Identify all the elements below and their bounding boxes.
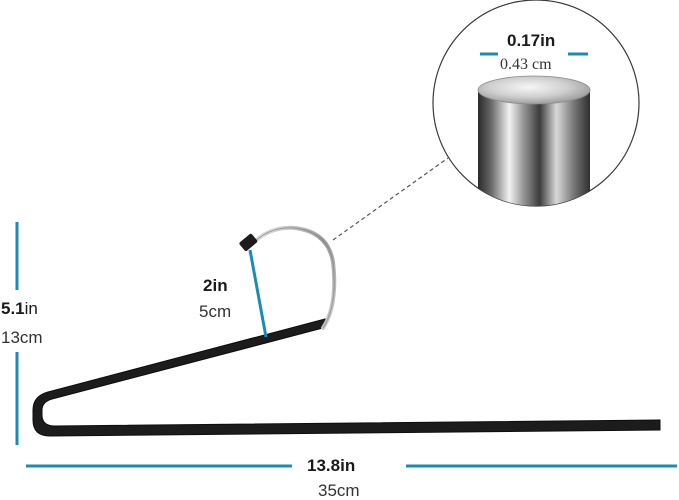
pants-hanger-icon	[32, 225, 661, 437]
diameter-metric: 0.43 cm	[500, 56, 552, 73]
diameter-label: 0.17in	[507, 32, 555, 49]
diameter-unit: in	[540, 31, 556, 50]
hook-depth-label: 2in	[203, 277, 228, 294]
height-value: 5.1	[1, 299, 25, 318]
length-value: 13.8	[307, 456, 341, 475]
hook-depth-value: 2	[203, 276, 213, 295]
hook-depth-unit: in	[212, 276, 228, 295]
length-metric: 35cm	[318, 481, 360, 500]
diameter-value: 0.17	[507, 31, 541, 50]
hook-depth-dimension-line	[248, 249, 268, 338]
length-unit: in	[340, 456, 356, 475]
height-unit: in	[24, 299, 38, 318]
leader-line	[332, 157, 449, 241]
height-label: 5.1in	[1, 300, 38, 317]
rod-closeup-icon	[432, 0, 640, 207]
dimension-lines	[15, 52, 677, 468]
hook-depth-metric: 5cm	[199, 302, 232, 321]
length-label: 13.8in	[307, 457, 355, 474]
height-metric: 13cm	[1, 328, 43, 347]
